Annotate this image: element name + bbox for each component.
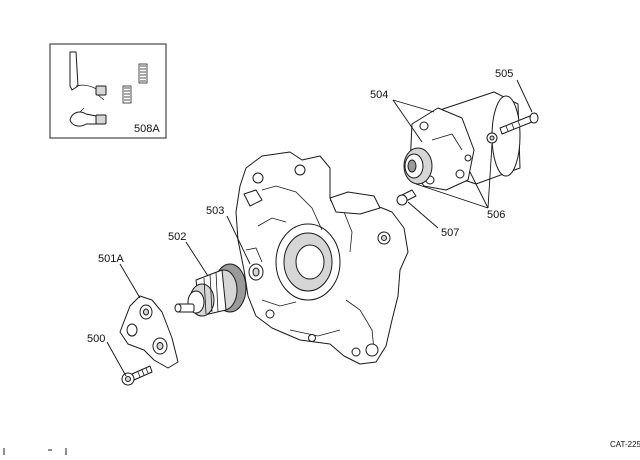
part-505-bolt — [499, 112, 539, 135]
label-501a: 501A — [98, 253, 124, 265]
catalog-code: CAT-225 — [610, 440, 640, 449]
part-502-starter-drive — [174, 263, 247, 317]
label-500: 500 — [87, 333, 105, 345]
part-504-starter-motor — [403, 91, 521, 191]
part-506-washer — [486, 132, 498, 144]
inset-508a: 508A — [49, 43, 167, 139]
label-505: 505 — [495, 68, 513, 80]
label-506: 506 — [487, 209, 505, 221]
part-507-pin — [396, 189, 417, 206]
part-500-bolt — [121, 365, 153, 386]
part-503-bushing — [248, 263, 264, 281]
label-507: 507 — [441, 227, 459, 239]
crop-ticks — [3, 448, 67, 455]
crankcase-housing — [235, 151, 409, 365]
label-504: 504 — [370, 89, 388, 101]
label-502: 502 — [168, 231, 186, 243]
label-508a: 508A — [134, 123, 160, 135]
part-501a-bracket — [119, 295, 179, 369]
leader-lines — [106, 79, 533, 377]
label-503: 503 — [206, 205, 224, 217]
